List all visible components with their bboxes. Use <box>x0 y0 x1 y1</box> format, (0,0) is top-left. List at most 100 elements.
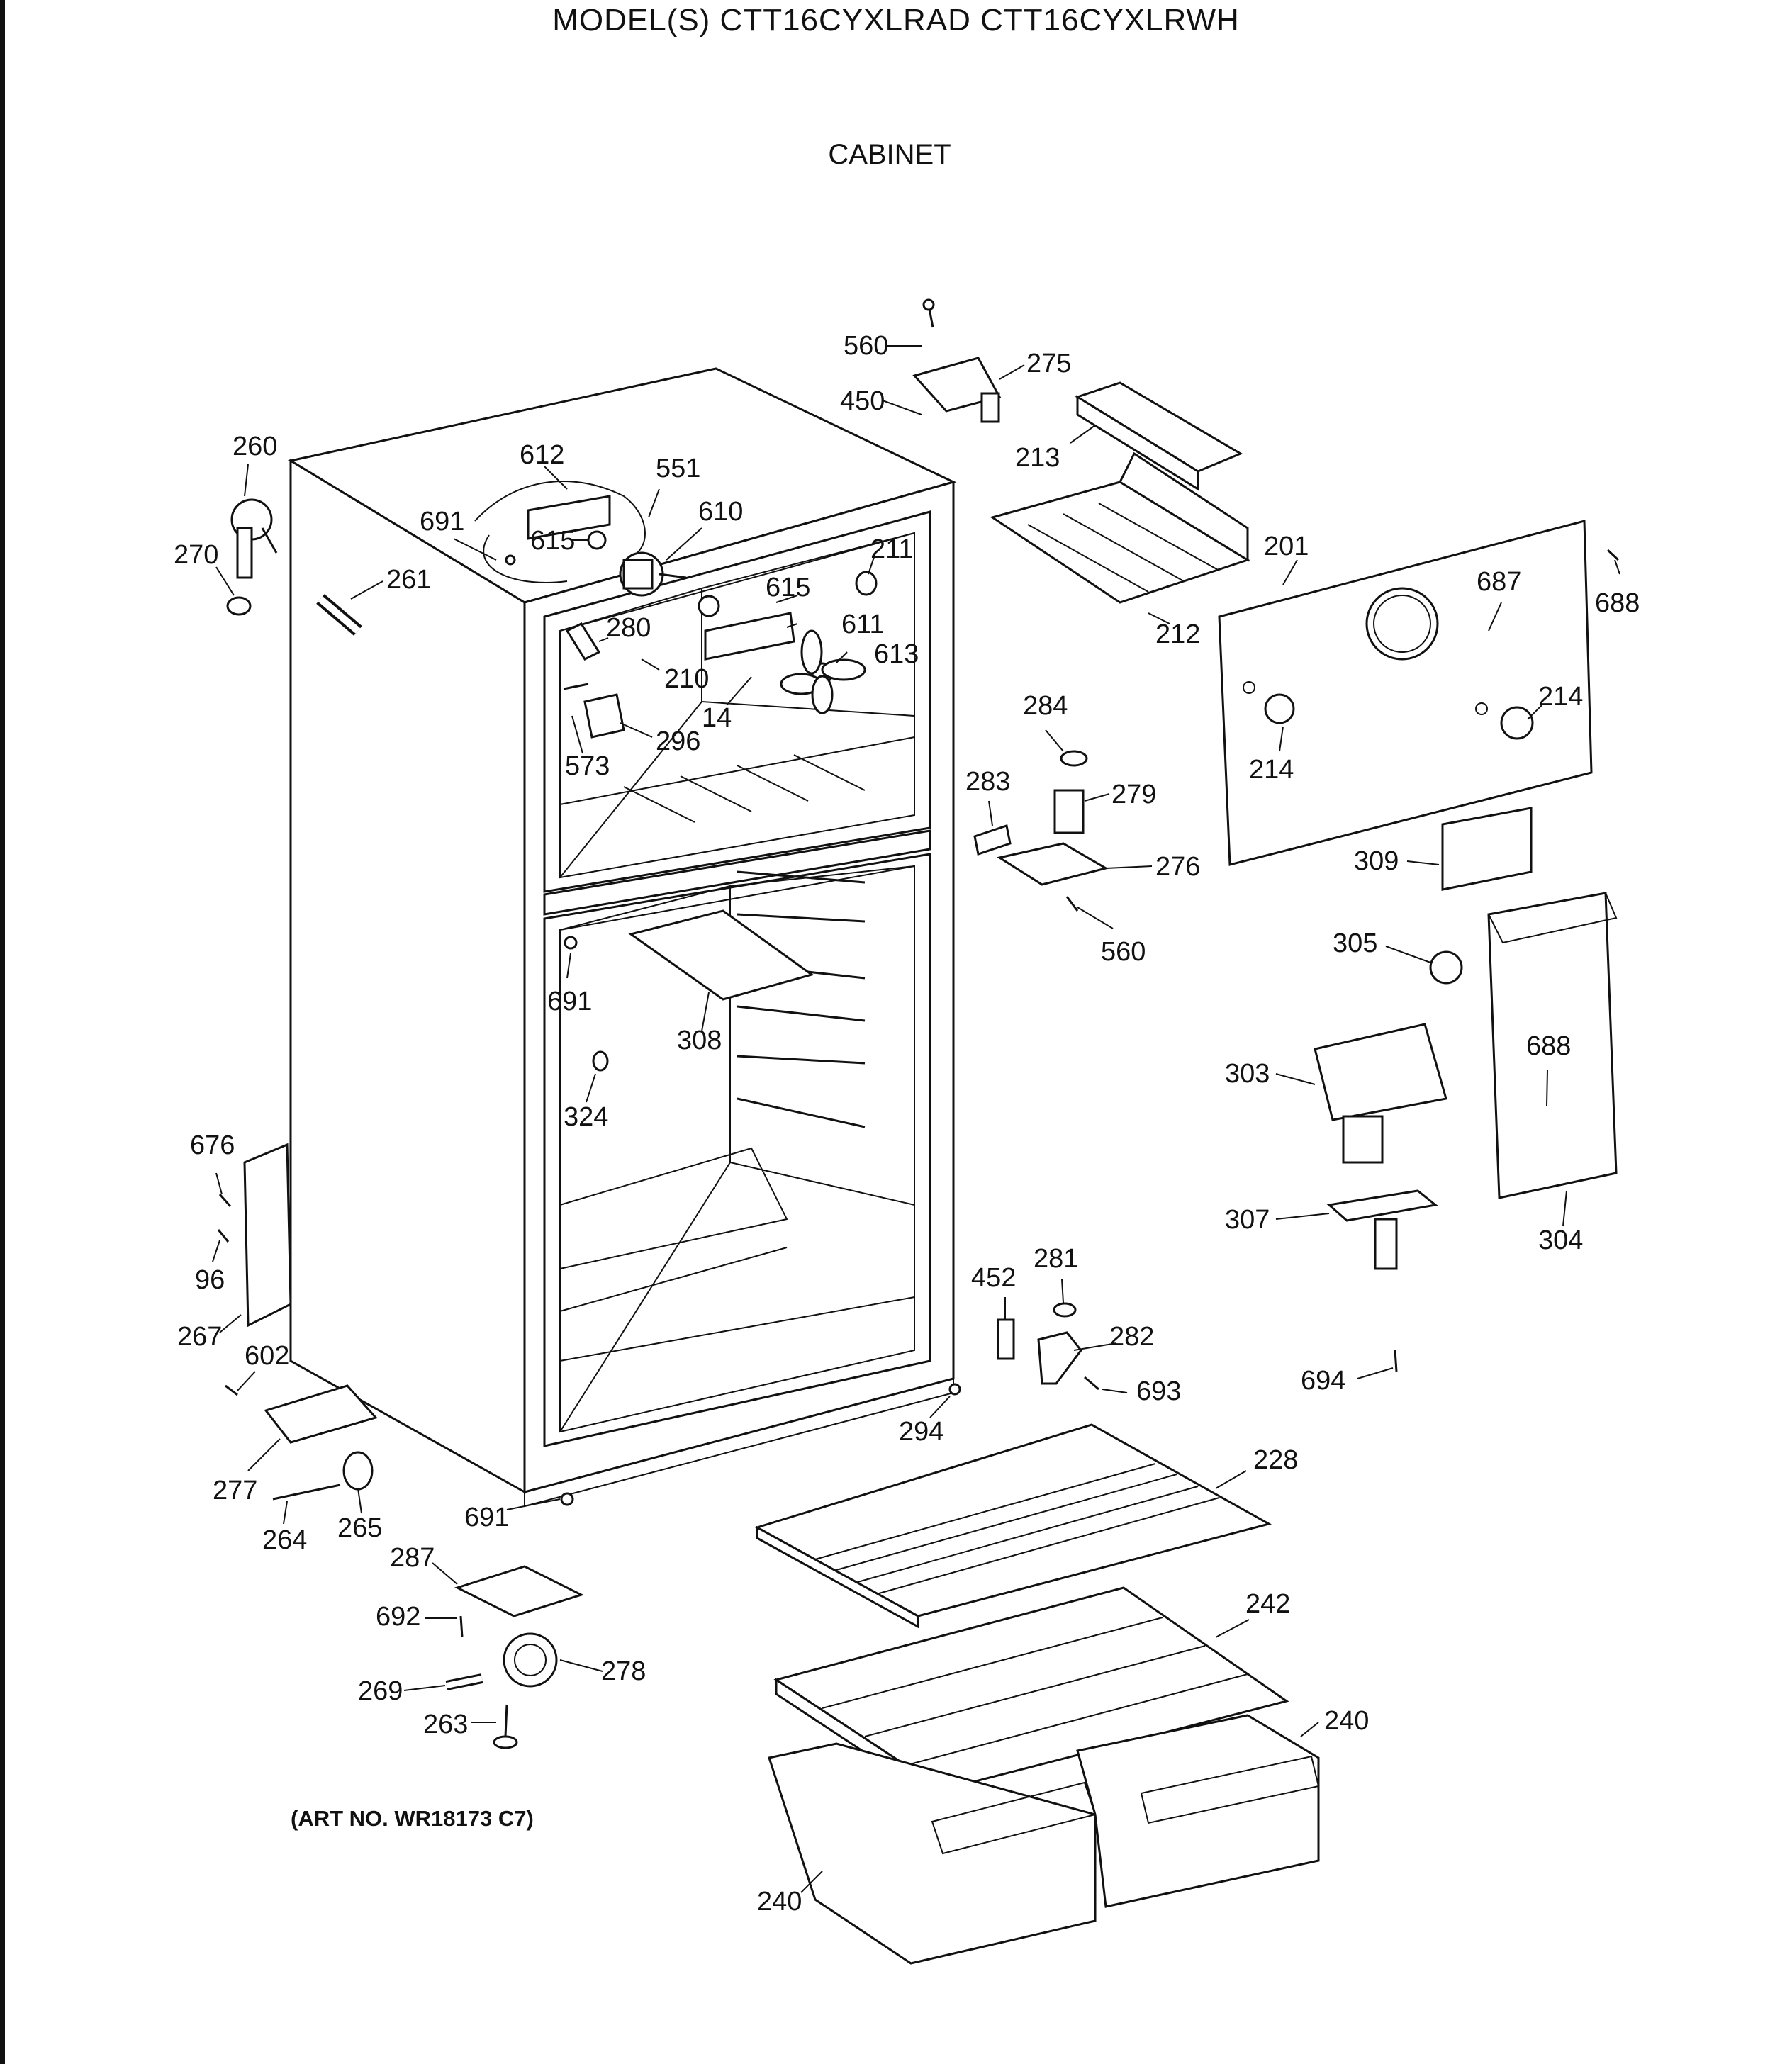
callout-284: 284 <box>1023 691 1068 721</box>
callout-277: 277 <box>213 1476 257 1505</box>
callout-242: 242 <box>1245 1589 1290 1619</box>
callout-688: 688 <box>1526 1031 1571 1061</box>
part-692-screw <box>459 1615 464 1638</box>
part-267-side-trim <box>243 1143 292 1328</box>
part-269-pin <box>445 1673 483 1690</box>
part-676-screw <box>217 1194 232 1243</box>
callout-560: 560 <box>1101 937 1146 967</box>
part-275-hinge <box>912 357 1002 423</box>
callout-263: 263 <box>423 1710 468 1739</box>
leader-lines <box>212 345 1620 1893</box>
part-212-freezer-shelf <box>990 452 1250 604</box>
callout-260: 260 <box>233 432 277 461</box>
callout-615: 615 <box>766 573 810 602</box>
callout-452: 452 <box>971 1263 1016 1293</box>
part-573-screw <box>563 683 589 690</box>
callout-264: 264 <box>262 1525 307 1555</box>
callout-201: 201 <box>1264 532 1309 561</box>
part-560-screw-top <box>922 298 935 328</box>
callout-96: 96 <box>195 1265 225 1295</box>
part-281-washer <box>1053 1302 1077 1318</box>
part-615-grommet <box>587 530 720 617</box>
callout-307: 307 <box>1225 1205 1270 1235</box>
callout-296: 296 <box>656 727 700 756</box>
callout-269: 269 <box>358 1676 403 1706</box>
part-694-screw <box>1394 1350 1398 1372</box>
part-611-bracket <box>704 612 795 661</box>
scan-border <box>0 0 5 2064</box>
part-201-freezer-back-panel <box>1218 520 1593 866</box>
callout-287: 287 <box>390 1543 435 1573</box>
callout-691: 691 <box>420 507 464 537</box>
callout-610: 610 <box>698 497 743 527</box>
part-307-damper-cover <box>1326 1189 1438 1270</box>
callout-694: 694 <box>1301 1366 1345 1396</box>
part-277-front-support <box>264 1384 378 1444</box>
model-title: MODEL(S) CTT16CYXLRAD CTT16CYXLRWH <box>552 3 1240 38</box>
callout-303: 303 <box>1225 1059 1270 1089</box>
part-240-crisper-drawer-left <box>768 1742 1097 1965</box>
part-280-bracket <box>565 622 601 661</box>
callout-283: 283 <box>965 767 1010 797</box>
callout-615: 615 <box>530 526 575 556</box>
callout-278: 278 <box>601 1656 646 1686</box>
callout-551: 551 <box>656 454 700 483</box>
callout-280: 280 <box>606 613 651 643</box>
callout-687: 687 <box>1477 567 1521 597</box>
callout-214: 214 <box>1249 755 1294 785</box>
part-693-screw <box>1084 1376 1099 1391</box>
part-305-control-knob <box>1429 950 1463 985</box>
callout-573: 573 <box>565 751 610 781</box>
art-number: (ART NO. WR18173 C7) <box>291 1806 534 1831</box>
callout-265: 265 <box>337 1513 382 1543</box>
callout-692: 692 <box>376 1602 420 1632</box>
part-270-cap <box>226 596 252 616</box>
callout-labels: 560 275 450 213 260 612 551 610 691 615 … <box>174 331 1640 1917</box>
callout-688: 688 <box>1595 588 1640 618</box>
callout-308: 308 <box>677 1026 722 1055</box>
callout-691: 691 <box>547 987 592 1016</box>
part-560-screw <box>1065 896 1079 912</box>
callout-602: 602 <box>245 1341 289 1371</box>
callout-282: 282 <box>1109 1322 1154 1352</box>
callout-213: 213 <box>1015 443 1060 473</box>
part-265-roller <box>342 1451 374 1491</box>
callout-210: 210 <box>664 664 709 694</box>
part-264-axle <box>272 1484 341 1501</box>
part-284-washer <box>1060 750 1088 767</box>
part-304-control-housing <box>1487 892 1618 1199</box>
part-612-bracket <box>474 480 646 583</box>
callout-676: 676 <box>190 1131 235 1160</box>
part-309-insulation <box>1441 807 1533 891</box>
callout-261: 261 <box>386 565 431 595</box>
part-610-thermostat <box>619 551 687 597</box>
part-691-screw <box>505 554 578 1506</box>
callout-276: 276 <box>1155 852 1200 882</box>
part-613-fan-blade <box>780 629 866 714</box>
callout-267: 267 <box>177 1322 222 1352</box>
part-324-switch <box>592 1050 609 1072</box>
section-title: CABINET <box>828 139 951 170</box>
callout-240: 240 <box>757 1887 802 1917</box>
cabinet-body <box>288 367 957 1508</box>
callout-240: 240 <box>1324 1706 1369 1736</box>
part-263-leveling-leg <box>493 1704 518 1749</box>
callout-560: 560 <box>844 331 888 361</box>
part-213-ice-tray <box>1075 381 1243 491</box>
callout-304: 304 <box>1538 1226 1583 1255</box>
part-303-air-diffuser <box>1314 1023 1447 1164</box>
part-211-damper <box>855 571 878 596</box>
part-287-base-bracket <box>454 1565 584 1617</box>
part-276-center-hinge <box>997 842 1109 886</box>
part-260-hinge-pin <box>230 498 278 579</box>
callout-279: 279 <box>1111 780 1156 809</box>
part-278-roller <box>503 1632 558 1688</box>
callout-324: 324 <box>564 1102 608 1132</box>
callout-214: 214 <box>1538 682 1583 712</box>
part-282-bottom-hinge <box>1037 1331 1082 1385</box>
part-308-light-shield <box>628 909 814 1001</box>
part-261-tube <box>316 594 362 636</box>
part-602-screw <box>225 1384 238 1396</box>
